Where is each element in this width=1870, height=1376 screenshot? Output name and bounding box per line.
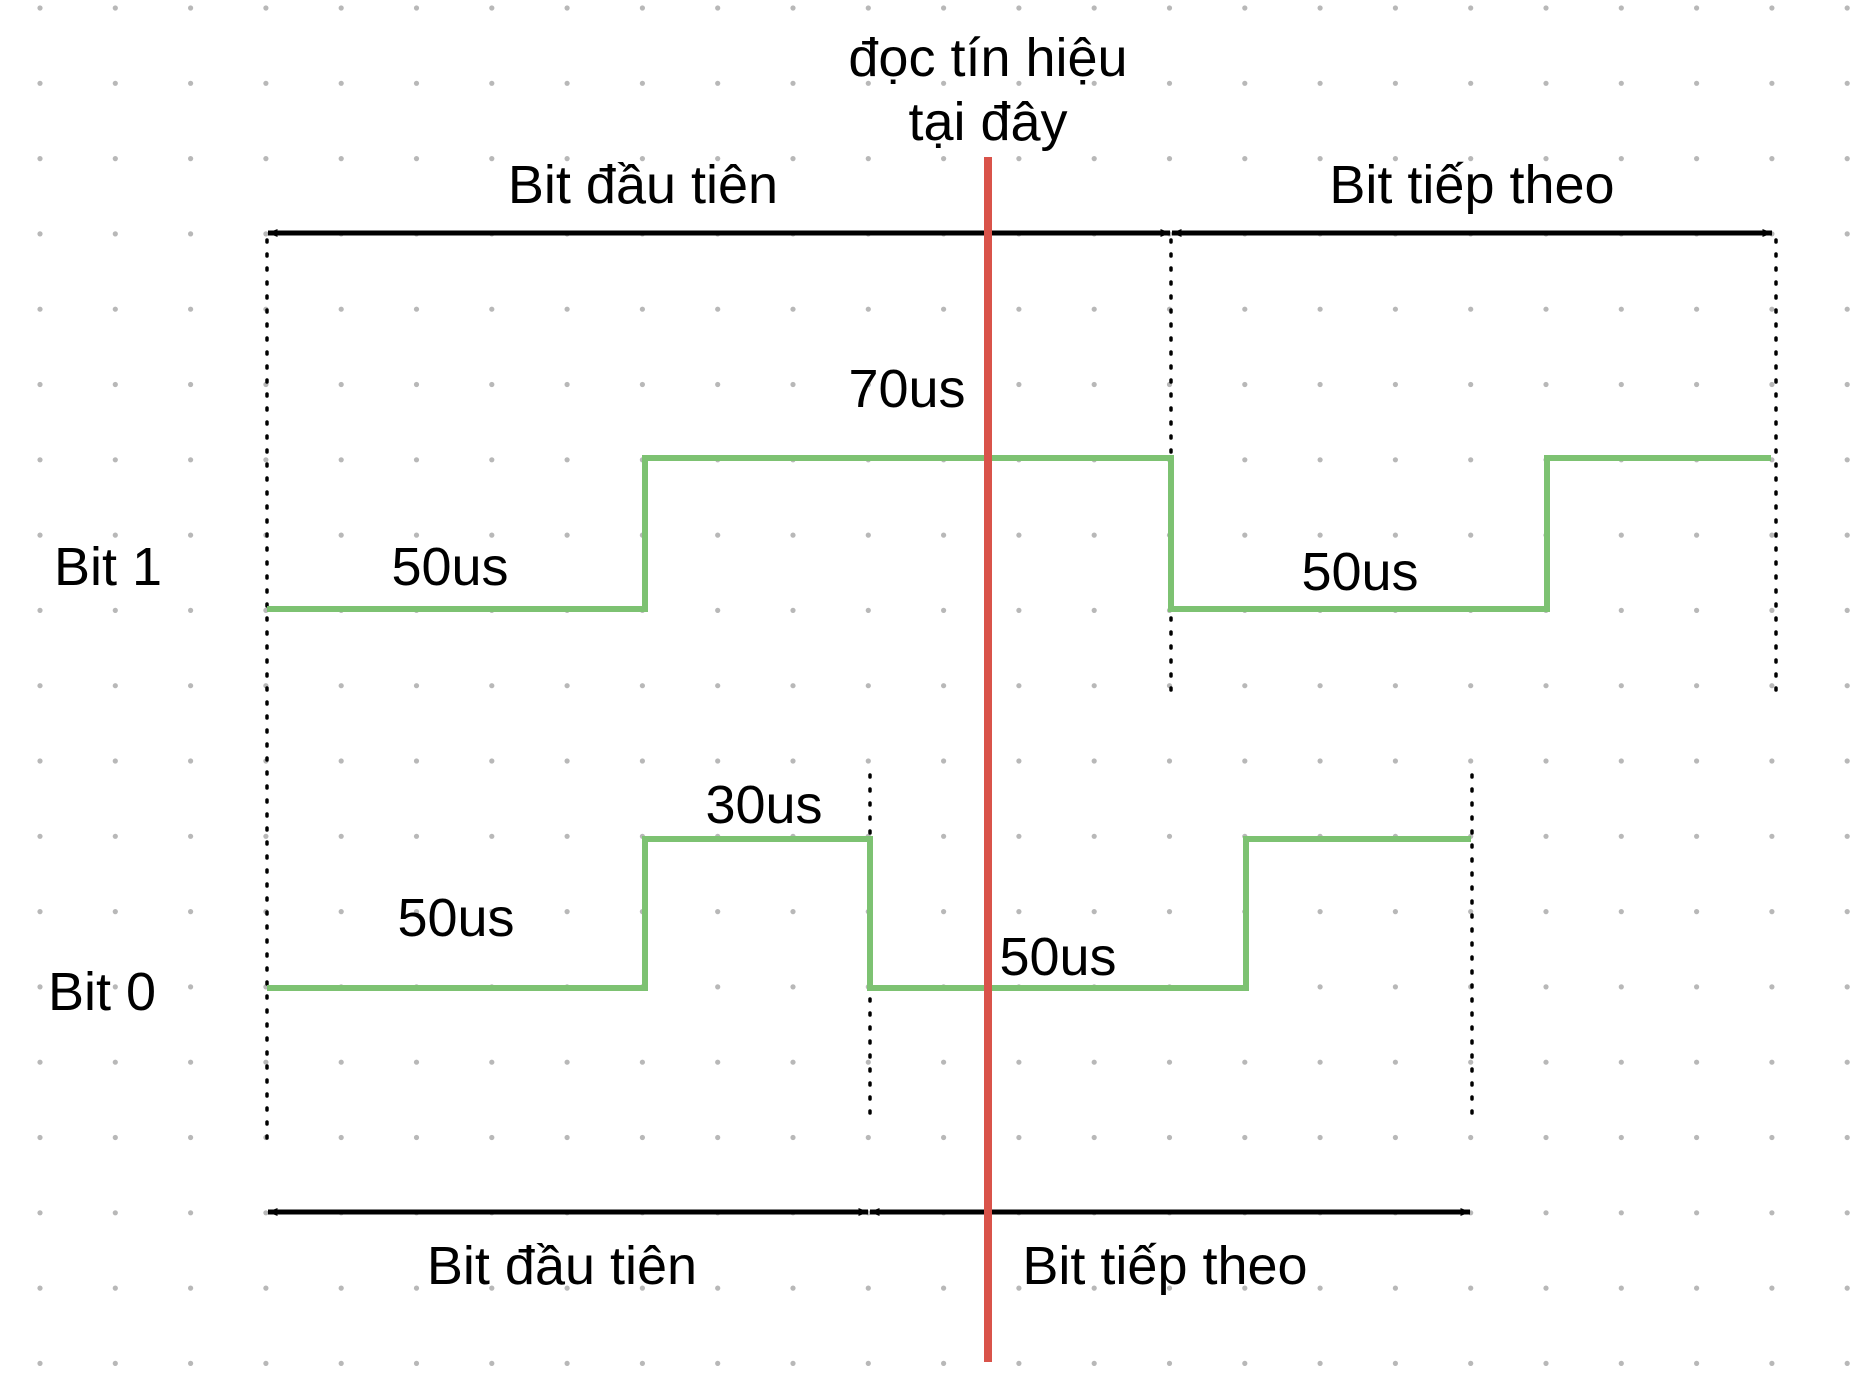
bit1-low1-duration-label: 50us xyxy=(391,537,508,597)
bit0-first-bit-label: Bit đầu tiên xyxy=(427,1236,697,1296)
bit0-low1-duration-label: 50us xyxy=(397,888,514,948)
bit1-next-bit-label: Bit tiếp theo xyxy=(1329,155,1614,215)
read-marker-label-line2: tại đây xyxy=(908,92,1067,152)
read-marker-label-line1: đọc tín hiệu xyxy=(848,28,1127,88)
bit0-row-label: Bit 0 xyxy=(48,962,156,1022)
bit1-row-label: Bit 1 xyxy=(54,537,162,597)
bit1-first-bit-label: Bit đầu tiên xyxy=(508,155,778,215)
bit1-low2-duration-label: 50us xyxy=(1301,542,1418,602)
bit1-high1-duration-label: 70us xyxy=(848,359,965,419)
bit0-high1-duration-label: 30us xyxy=(705,775,822,835)
bit0-waveform xyxy=(267,836,1471,991)
bit0-next-bit-label: Bit tiếp theo xyxy=(1022,1236,1307,1296)
bit0-low2-duration-label: 50us xyxy=(999,927,1116,987)
bit1-waveform xyxy=(267,455,1771,612)
